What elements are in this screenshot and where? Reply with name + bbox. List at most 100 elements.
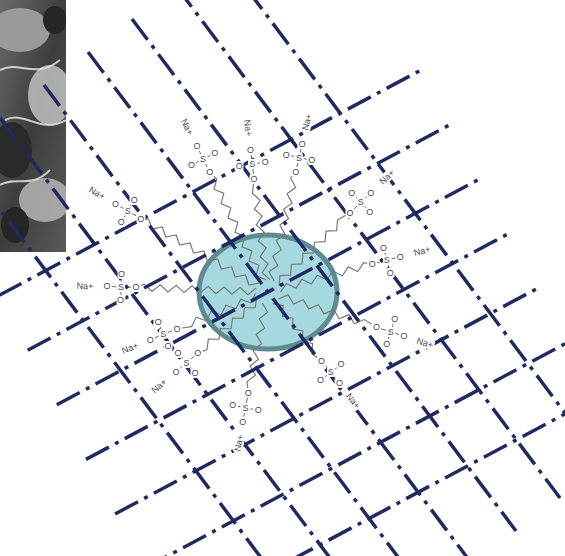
atom-label: O: [372, 322, 381, 332]
atom-label: O: [298, 139, 307, 149]
atom-label: O: [173, 324, 182, 334]
counter-ion: Na+: [343, 390, 362, 411]
grid-line: [132, 19, 516, 531]
photo-fibres: [0, 60, 66, 185]
atom-label: O: [366, 188, 375, 198]
atom-label: O: [382, 339, 391, 349]
alkyl-chain: [247, 303, 268, 388]
atom-label: S: [357, 197, 365, 207]
atom-label: O: [171, 367, 180, 377]
atom-label: O: [130, 195, 139, 205]
atom-label: S: [295, 153, 303, 163]
grid-line: [44, 85, 428, 556]
counter-ion: Na+: [414, 335, 435, 350]
grid-line: [0, 118, 384, 556]
atom-label: O: [379, 243, 388, 253]
bond-line: [291, 155, 294, 157]
counter-ion: Na+: [232, 433, 245, 453]
grid-line: [176, 0, 560, 498]
atom-label: O: [111, 199, 120, 209]
photo-grain: [0, 8, 50, 52]
atom-label: O: [238, 417, 247, 427]
atom-label: S: [182, 358, 190, 368]
counter-ion: Na+: [149, 377, 170, 397]
atom-label: O: [210, 148, 219, 158]
atom-label: O: [192, 141, 201, 151]
atom-label: O: [307, 155, 316, 165]
counter-ion: Na+: [300, 112, 314, 133]
atom-label: S: [387, 327, 395, 337]
bond-line: [381, 329, 386, 331]
photo-pore: [0, 122, 32, 178]
atom-label: O: [365, 207, 374, 217]
alkyl-chain: [182, 293, 255, 328]
atom-label: O: [396, 252, 405, 262]
atom-label: O: [136, 214, 145, 224]
bond-line: [155, 336, 159, 337]
atom-label: S: [159, 329, 167, 339]
atom-label: O: [117, 217, 126, 227]
atom-label: O: [244, 388, 253, 398]
atom-label: O: [316, 375, 325, 385]
atom-label: O: [390, 314, 399, 324]
grid-line: [173, 397, 565, 556]
atom-label: O: [193, 348, 202, 358]
atom-label: S: [124, 206, 132, 216]
atom-label: O: [246, 145, 255, 155]
atom-label: O: [132, 282, 141, 292]
atom-label: S: [327, 367, 335, 377]
bond-line: [112, 286, 116, 287]
atom-label: S: [199, 154, 207, 164]
atom-label: S: [248, 159, 256, 169]
bond-line: [238, 406, 241, 408]
counter-ion: Na+: [242, 118, 254, 138]
photo-pore: [43, 6, 66, 34]
atom-label: O: [154, 317, 163, 327]
atom-label: O: [386, 268, 395, 278]
counter-ion: Na+: [86, 184, 107, 202]
atom-label: O: [347, 188, 356, 198]
atom-label: O: [173, 348, 182, 358]
counter-ion: Na+: [411, 244, 432, 259]
atom-label: O: [228, 400, 237, 410]
atom-label: O: [261, 157, 270, 167]
atom-label: O: [399, 331, 408, 341]
atom-label: O: [250, 174, 259, 184]
grid-line: [115, 288, 537, 514]
atom-label: O: [205, 167, 214, 177]
atom-label: O: [291, 167, 300, 177]
atom-label: O: [117, 269, 126, 279]
sem-photo: [0, 0, 66, 252]
atom-label: O: [235, 161, 244, 171]
atom-label: S: [117, 282, 125, 292]
atom-label: O: [146, 335, 155, 345]
atom-label: O: [345, 208, 354, 218]
photo-grain: [28, 65, 66, 125]
atom-label: O: [335, 378, 344, 388]
atom-label: O: [282, 150, 291, 160]
grid-line: [0, 70, 421, 296]
counter-ion: Na+: [119, 340, 140, 356]
counter-ion: Na+: [76, 280, 95, 291]
counter-ion: Na+: [179, 116, 196, 137]
atom-label: O: [337, 359, 346, 369]
atom-label: S: [383, 255, 391, 265]
alkyl-chain: [279, 215, 346, 286]
atom-label: O: [103, 281, 112, 291]
atom-label: O: [191, 368, 200, 378]
alkyl-chain: [146, 219, 260, 285]
atom-label: O: [116, 295, 125, 305]
grid-line: [220, 0, 565, 465]
atom-label: O: [368, 259, 377, 269]
atom-label: O: [187, 160, 196, 170]
atom-label: O: [164, 341, 173, 351]
photo-pore: [1, 207, 29, 243]
atom-label: O: [317, 356, 326, 366]
counter-ion: Na+: [376, 167, 396, 187]
grid-line: [0, 151, 340, 556]
atom-label: O: [254, 405, 263, 415]
